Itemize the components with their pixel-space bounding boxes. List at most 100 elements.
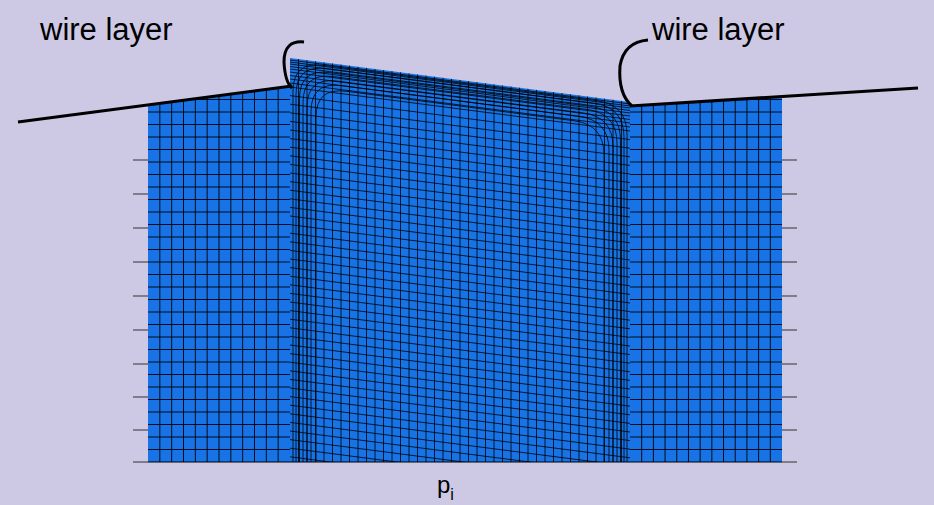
mesh-line (290, 96, 630, 140)
mesh-bottom (148, 462, 782, 463)
mesh-line (392, 50, 393, 462)
mesh-line (587, 50, 588, 462)
axis-tick (782, 330, 797, 331)
mesh-line (171, 60, 172, 462)
mesh-line (746, 60, 747, 462)
mesh-line (290, 250, 630, 294)
mesh-line (358, 50, 359, 462)
axis-tick (133, 160, 148, 161)
mesh-line (148, 337, 290, 338)
mesh-line (290, 293, 630, 337)
mesh-line (148, 224, 290, 225)
mesh-line (298, 50, 299, 462)
mesh-line (290, 225, 630, 269)
mesh-line (266, 60, 267, 462)
mesh-line (630, 424, 782, 425)
mesh-line (290, 62, 630, 106)
mesh-line (290, 302, 630, 346)
mesh-line (630, 174, 782, 175)
mesh-line (148, 187, 290, 188)
mesh-line (528, 50, 529, 462)
mesh-line (630, 124, 782, 125)
mesh-line (290, 285, 630, 329)
mesh-line (630, 299, 782, 300)
mesh-line (641, 60, 642, 462)
axis-tick (782, 194, 797, 195)
mesh-line (290, 448, 630, 492)
axis-tick (133, 430, 148, 431)
mesh-line (148, 299, 290, 300)
mesh-line (254, 60, 255, 462)
mesh-line (148, 274, 290, 275)
mesh-line (290, 216, 630, 260)
mesh-line (290, 147, 630, 191)
mesh-line (207, 60, 208, 462)
mesh-line (290, 405, 630, 449)
mesh-line (630, 137, 782, 138)
mesh-line (290, 354, 630, 398)
mesh-line (290, 268, 630, 312)
mesh-line (688, 60, 689, 462)
mesh-line (426, 50, 427, 462)
mesh-line (242, 60, 243, 462)
wire-layer-label: wire layer (40, 14, 173, 45)
wire-layer-line (18, 86, 292, 122)
mesh-block (630, 97, 782, 462)
wire-layer-line (630, 88, 918, 106)
mesh-line (148, 399, 290, 400)
mesh-line (553, 50, 554, 462)
mesh-line (293, 65, 627, 462)
mesh-line (562, 50, 563, 462)
mesh-line (630, 274, 782, 275)
position-label: p (437, 473, 450, 497)
mesh-line (366, 50, 367, 462)
mesh-line (230, 60, 231, 462)
mesh-line (148, 249, 290, 250)
axis-tick (133, 262, 148, 263)
axis-tick (782, 430, 797, 431)
mesh-line (290, 182, 630, 226)
mesh-line (665, 60, 666, 462)
mesh-line (630, 237, 782, 238)
mesh-line (148, 412, 290, 413)
mesh-line (290, 311, 630, 355)
mesh-line (630, 149, 782, 150)
mesh-line (290, 173, 630, 217)
mesh-line (630, 262, 782, 263)
mesh-line (148, 387, 290, 388)
mesh-line (148, 199, 290, 200)
mesh-line (296, 68, 624, 462)
mesh-lines (630, 60, 782, 462)
mesh-line (630, 87, 782, 88)
mesh-line (316, 91, 604, 462)
mesh-line (195, 60, 196, 462)
mesh-line (477, 50, 478, 462)
mesh-line (148, 262, 290, 263)
mesh-line (290, 156, 630, 200)
mesh-line (485, 50, 486, 462)
axis-tick (133, 397, 148, 398)
mesh-line (290, 319, 630, 363)
mesh-line (290, 233, 630, 277)
mesh-line (300, 72, 621, 462)
mesh-line (290, 113, 630, 157)
mesh-line (148, 349, 290, 350)
mesh-line (148, 237, 290, 238)
axis-tick (782, 228, 797, 229)
mesh-line (653, 60, 654, 462)
axis-tick (133, 330, 148, 331)
mesh-line (290, 276, 630, 320)
mesh-line (630, 162, 782, 163)
mesh-line (219, 60, 220, 462)
mesh-line (630, 287, 782, 288)
mesh-line (148, 112, 290, 113)
mesh-line (290, 431, 630, 475)
mesh-line (148, 312, 290, 313)
wire-layer-hook (284, 42, 304, 88)
mesh-line (148, 424, 290, 425)
axis-tick (133, 462, 148, 463)
axis-tick (782, 296, 797, 297)
mesh-line (290, 414, 630, 458)
mesh-line (290, 190, 630, 234)
wire-layer-label: wire layer (652, 14, 785, 45)
